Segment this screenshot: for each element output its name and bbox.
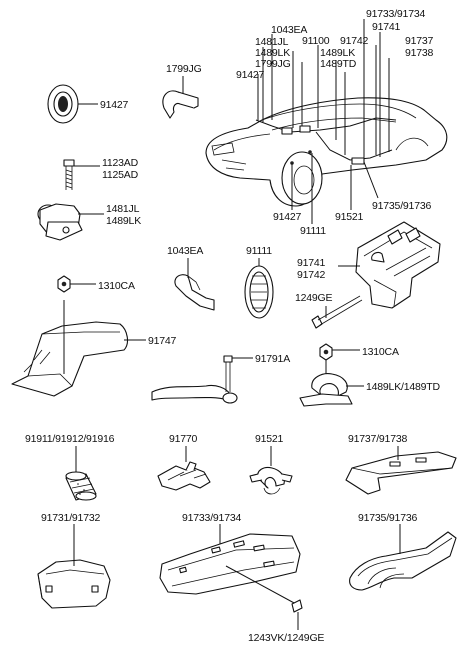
clamp-1481JL [37, 203, 104, 241]
label-1481JL: 1481JL [106, 203, 140, 215]
label-91791A: 91791A [255, 353, 290, 365]
label-car-bottom-91427: 91427 [273, 211, 302, 223]
label-91770: 91770 [169, 433, 198, 445]
tube-91911 [65, 446, 97, 501]
label-91427: 91427 [100, 99, 129, 111]
protector-91737-91738 [345, 446, 457, 495]
label-91731-91732: 91731/91732 [41, 512, 100, 524]
label-1125AD: 1125AD [102, 169, 139, 181]
clamp-1489LK-1489TD [299, 373, 364, 407]
label-91733-91734: 91733/91734 [182, 512, 241, 524]
clip-91521 [249, 446, 293, 495]
label-91741: 91741 [297, 257, 326, 269]
label-car-1489LK: 1489LK [255, 47, 290, 59]
label-car-1799JG: 1799JG [255, 58, 291, 70]
nut-1310CA-b [319, 343, 360, 376]
label-car-bottom-91521: 91521 [335, 211, 364, 223]
label-car-1481JL: 1481JL [255, 36, 289, 48]
car-body [205, 97, 448, 207]
grommet-91427 [47, 84, 98, 124]
bolt-1123AD [63, 159, 100, 190]
label-car-1489TD: 1489TD [320, 58, 357, 70]
label-car-91742: 91742 [340, 35, 369, 47]
label-car-91735-91736: 91735/91736 [372, 200, 431, 212]
protector-91731-91732 [37, 524, 111, 609]
nut-1310CA [57, 275, 96, 293]
cover-91747 [11, 300, 146, 397]
clip-1043EA [174, 258, 215, 311]
label-car-91427: 91427 [236, 69, 265, 81]
label-1249GE: 1249GE [295, 292, 333, 304]
label-1243VK-1249GE: 1243VK/1249GE [248, 632, 324, 644]
label-91735-91736: 91735/91736 [358, 512, 417, 524]
label-car-1043EA: 1043EA [271, 24, 307, 36]
grommet-91111 [244, 258, 274, 319]
label-1489LK: 1489LK [106, 215, 141, 227]
car-leader-lines [257, 19, 390, 224]
label-91742: 91742 [297, 269, 326, 281]
label-91747: 91747 [148, 335, 177, 347]
label-car-91741: 91741 [372, 21, 401, 33]
label-1799JG: 1799JG [166, 63, 202, 75]
label-car-91738: 91738 [405, 47, 434, 59]
label-91737-91738: 91737/91738 [348, 433, 407, 445]
clip-1799JG [162, 76, 199, 119]
label-91521: 91521 [255, 433, 284, 445]
label-1123AD: 1123AD [102, 157, 139, 169]
bracket-91741 [338, 221, 441, 309]
clip-91770 [157, 446, 211, 491]
bolt-1249GE [311, 295, 363, 329]
protector-91733-91734 [159, 524, 303, 630]
label-car-91737: 91737 [405, 35, 434, 47]
label-1310CA-b: 1310CA [362, 346, 399, 358]
label-1043EA: 1043EA [167, 245, 203, 257]
ground-91791A [151, 355, 253, 404]
label-91111: 91111 [246, 245, 272, 257]
label-1489LK-1489TD: 1489LK/1489TD [366, 381, 440, 393]
label-91911: 91911/91912/91916 [25, 433, 115, 445]
label-1310CA: 1310CA [98, 280, 135, 292]
protector-91735-91736 [349, 524, 457, 591]
label-car-bottom-91111: 91111 [300, 225, 326, 237]
label-car-91733-91734: 91733/91734 [366, 8, 425, 20]
label-car-1489LK-b: 1489LK [320, 47, 355, 59]
label-car-91100: 91100 [302, 35, 330, 47]
